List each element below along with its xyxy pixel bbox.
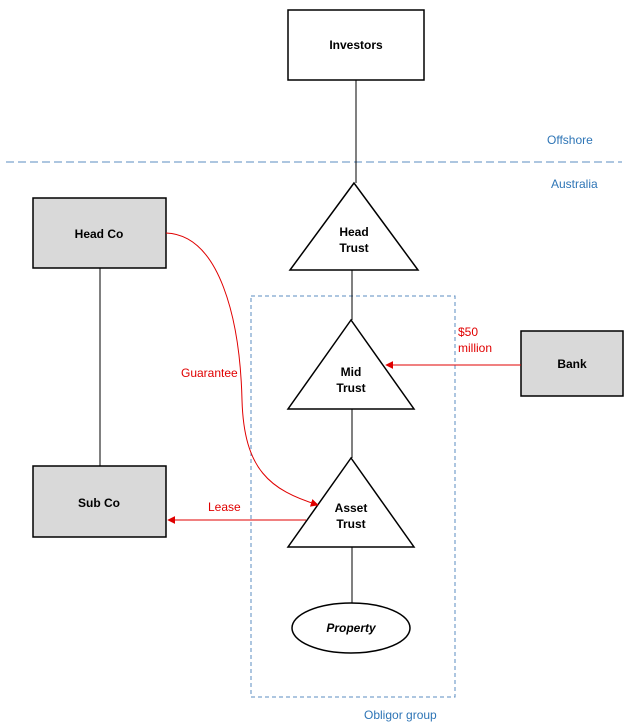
head-trust-node: Head Trust [288, 181, 420, 271]
asset-trust-node: Asset Trust [286, 456, 416, 548]
head-co-node: Head Co [32, 197, 167, 269]
australia-label: Australia [551, 177, 598, 191]
asset-trust-line-1: Asset [335, 501, 368, 515]
mid-trust-line-1: Mid [341, 365, 362, 379]
head-trust-line-2: Trust [339, 241, 368, 255]
bank-node: Bank [520, 330, 624, 397]
sub-co-node: Sub Co [32, 465, 167, 538]
obligor-group-box [250, 295, 456, 698]
asset-trust-line-2: Trust [336, 517, 365, 531]
lease-label: Lease [208, 500, 241, 514]
svg-text:Property: Property [326, 621, 377, 635]
mid-trust-node: Mid Trust [286, 318, 416, 410]
svg-text:Head Co: Head Co [75, 227, 124, 241]
loan-label-line-1: $50 [458, 325, 478, 339]
svg-text:Bank: Bank [557, 357, 587, 371]
obligor-group-label: Obligor group [364, 708, 437, 722]
head-trust-line-1: Head [339, 225, 368, 239]
svg-text:Investors: Investors [329, 38, 383, 52]
investors-node: Investors [287, 9, 425, 81]
guarantee-arrow [165, 232, 319, 507]
loan-label-line-2: million [458, 341, 492, 355]
mid-trust-line-2: Trust [336, 381, 365, 395]
svg-text:Sub Co: Sub Co [78, 496, 120, 510]
property-node: Property [291, 602, 411, 654]
guarantee-label: Guarantee [181, 366, 238, 380]
offshore-label: Offshore [547, 133, 593, 147]
